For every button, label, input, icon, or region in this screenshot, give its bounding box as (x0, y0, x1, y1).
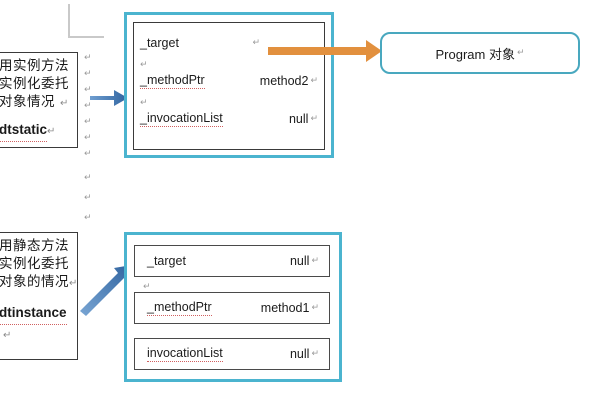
return-mark-icon: ↵ (310, 114, 318, 124)
return-mark-icon: ↵ (140, 60, 148, 70)
return-mark-icon: ↵ (84, 149, 92, 159)
return-mark-icon: ↵ (84, 101, 92, 111)
return-mark-icon: ↵ (69, 278, 78, 289)
note-emphasis-text: dtstatic (0, 120, 48, 142)
program-object-label: Program 对象 (435, 46, 515, 62)
return-mark-icon: ↵ (516, 48, 525, 58)
note-line: 用静态方法 (0, 238, 69, 254)
field-value: null (289, 254, 310, 268)
field-row: _target ↵ (140, 34, 318, 52)
delegate-struct-top (133, 22, 325, 150)
return-mark-icon: ↵ (310, 76, 318, 86)
note-box-static-method: 用静态方法 实例化委托 对象的情况↵ dtinstance ↵ (0, 232, 78, 360)
return-mark-icon: ↵ (3, 330, 12, 341)
blank-line-mark: ↵ (140, 92, 148, 110)
program-object-box: Program 对象↵ (380, 32, 580, 74)
field-row: _invocationList null ↵ (140, 110, 318, 128)
field-name: _methodPtr (147, 300, 212, 316)
return-mark-icon: ↵ (47, 126, 56, 137)
field-name: _invocationList (140, 111, 223, 127)
return-mark-icon: ↵ (84, 133, 92, 143)
field-value: null (288, 112, 309, 126)
field-name: _target (147, 254, 186, 268)
field-row: _methodPtr method1 ↵ (134, 292, 330, 324)
field-row: _target null ↵ (134, 245, 330, 277)
field-value: null (289, 347, 310, 361)
page-margin-corner-mark (68, 4, 104, 38)
field-row: invocationList null ↵ (134, 338, 330, 370)
return-mark-icon: ↵ (84, 117, 92, 127)
arrow-delegate-to-program (268, 40, 382, 62)
field-value: method1 (260, 301, 310, 315)
note-line: 实例化委托 (0, 256, 69, 272)
return-mark-icon: ↵ (84, 173, 92, 183)
note-box-instance-method: 用实例方法 实例化委托 对象情况↵ dtstatic↵ (0, 52, 78, 148)
return-mark-icon: ↵ (311, 303, 319, 313)
field-value: method2 (259, 74, 309, 88)
return-mark-icon: ↵ (84, 85, 92, 95)
arrow-note-to-delegate-top (90, 90, 128, 106)
return-mark-icon: ↵ (311, 349, 319, 359)
field-name: invocationList (147, 346, 223, 362)
return-mark-icon: ↵ (252, 38, 260, 48)
return-mark-icon: ↵ (84, 69, 92, 79)
return-mark-icon: ↵ (140, 98, 148, 108)
return-mark-icon: ↵ (60, 98, 69, 109)
field-row: _methodPtr method2 ↵ (140, 72, 318, 90)
note-line: 用实例方法 (0, 58, 69, 74)
return-mark-icon: ↵ (84, 53, 92, 63)
return-mark-icon: ↵ (84, 213, 92, 223)
note-line: 对象的情况↵ (0, 274, 78, 290)
note-line: 实例化委托 (0, 76, 69, 92)
blank-line-mark: ↵ (140, 54, 148, 72)
return-mark-icon: ↵ (143, 282, 151, 292)
arrow-note-to-delegate-bottom (80, 265, 132, 316)
field-name: _target (140, 36, 179, 50)
note-emphasis-row: dtstatic↵ (0, 120, 75, 142)
return-mark-icon: ↵ (84, 193, 92, 203)
note-emphasis-row: dtinstance ↵ (0, 303, 75, 343)
return-mark-icon: ↵ (311, 256, 319, 266)
note-line: 对象情况↵ (0, 94, 69, 110)
field-name: _methodPtr (140, 73, 205, 89)
note-emphasis-text: dtinstance (0, 303, 67, 325)
